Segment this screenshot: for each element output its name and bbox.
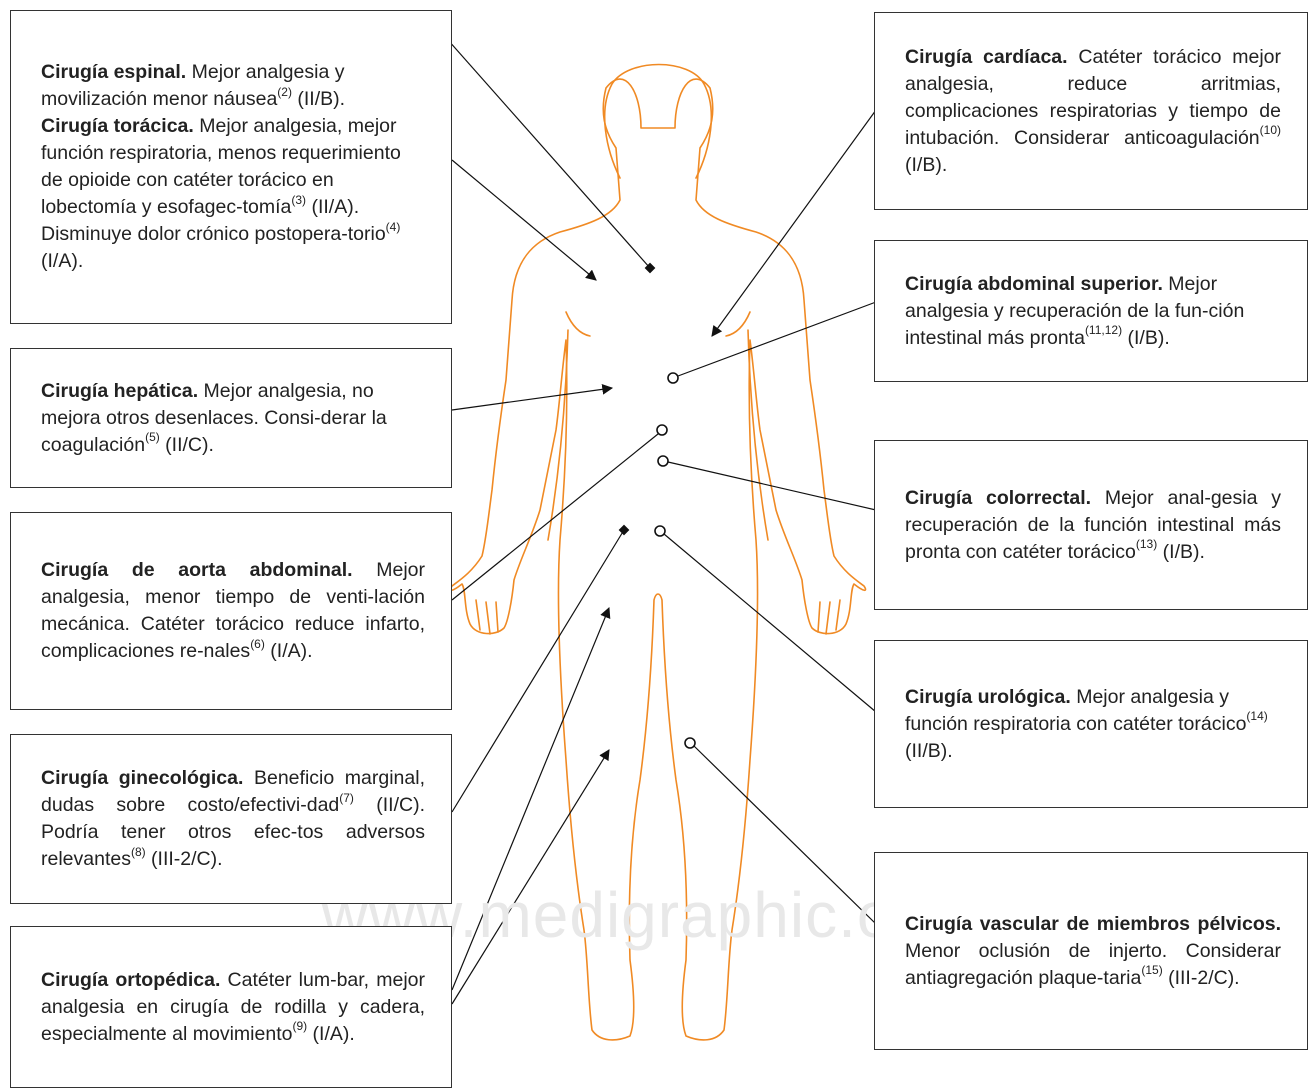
gynecologic-ref: (7) [339, 790, 354, 805]
line-ortho-2 [451, 749, 610, 1005]
line-aorta [451, 433, 659, 601]
vascular-ref: (15) [1141, 963, 1163, 977]
left-fingers [475, 599, 499, 635]
line-urologic [663, 533, 877, 713]
human-body-outline [449, 63, 867, 1041]
hepatic-grade: (II/C). [159, 433, 214, 456]
aorta-text: Mejor analgesia, menor tiempo de venti-l… [41, 559, 425, 662]
marker-circle-aorta [656, 424, 668, 436]
aorta-grade: (I/A). [264, 640, 313, 662]
upper-abdominal-title: Cirugía abdominal superior. [905, 272, 1163, 295]
body-silhouette [449, 78, 867, 1041]
orthopedic-text: Catéter lum-bar, mejor analgesia en ciru… [41, 968, 425, 1045]
chronic-pain-text: Disminuye dolor crónico postopera-torio [41, 223, 386, 245]
box-orthopedic: Cirugía ortopédica. Catéter lum-bar, mej… [10, 926, 452, 1088]
line-gynecologic [451, 529, 625, 813]
line-colorectal [667, 461, 877, 511]
vascular-grade: (III-2/C). [1162, 966, 1240, 989]
hepatic-ref: (5) [145, 430, 160, 444]
chronic-pain-ref: (4) [385, 219, 401, 234]
marker-circle-upper-abdominal [667, 372, 679, 384]
left-inner-arm [547, 329, 569, 541]
colorectal-title: Cirugía colorrectal. [905, 486, 1092, 509]
urologic-title: Cirugía urológica. [905, 685, 1071, 708]
spinal-title: Cirugía espinal. [41, 61, 187, 83]
hepatic-title: Cirugía hepática. [41, 379, 199, 402]
thoracic-ref: (3) [291, 192, 307, 207]
right-inner-arm [747, 329, 769, 541]
marker-circle-urologic [654, 525, 666, 537]
cardiac-ref: (10) [1259, 123, 1281, 137]
marker-circle-vascular [684, 737, 696, 749]
right-fingers [817, 599, 841, 635]
marker-diamond-gynecologic [618, 524, 630, 536]
head [603, 63, 713, 179]
marker-circle-colorectal [657, 455, 669, 467]
marker-diamond-spinal [644, 262, 656, 274]
gynecologic-text: Beneficio marginal, dudas sobre costo/ef… [41, 767, 425, 816]
colorectal-grade: (I/B). [1157, 540, 1205, 563]
gynecologic-title: Cirugía ginecológica. [41, 767, 244, 789]
left-pectoral [565, 311, 591, 337]
line-thoracic [451, 159, 597, 281]
line-hepatic [451, 383, 614, 411]
aorta-ref: (6) [250, 636, 265, 651]
box-aorta: Cirugía de aorta abdominal. Mejor analge… [10, 512, 452, 710]
gynecologic-mid: (II/C). Podría tener otros efec-tos adve… [41, 794, 425, 870]
markers [618, 262, 696, 749]
aorta-title: Cirugía de aorta abdominal. [41, 559, 353, 581]
upper-abdominal-text: Mejor analgesia y recuperación de la fun… [905, 272, 1245, 349]
upper-abdominal-grade: (I/B). [1122, 326, 1170, 349]
thoracic-grade: (II/A). [306, 196, 360, 218]
spinal-text: Mejor analgesia y movilización menor náu… [41, 61, 345, 110]
box-upper-abdominal: Cirugía abdominal superior. Mejor analge… [874, 240, 1308, 382]
spinal-ref: (2) [277, 84, 292, 99]
box-cardiac: Cirugía cardíaca. Catéter torácico mejor… [874, 12, 1308, 210]
line-spinal [447, 39, 651, 269]
urologic-ref: (14) [1246, 709, 1268, 723]
urologic-text: Mejor analgesia y función respiratoria c… [905, 685, 1247, 735]
box-urologic: Cirugía urológica. Mejor analgesia y fun… [874, 640, 1308, 808]
box-spinal-thoracic: Cirugía espinal. Mejor analgesia y movil… [10, 10, 452, 324]
cardiac-grade: (I/B). [905, 153, 948, 176]
vascular-text: Menor oclusión de injerto. Considerar an… [905, 939, 1281, 989]
thoracic-text: Mejor analgesia, mejor función respirato… [41, 115, 401, 218]
box-colorectal: Cirugía colorrectal. Mejor anal-gesia y … [874, 440, 1308, 610]
right-pectoral [725, 311, 751, 337]
box-vascular: Cirugía vascular de miembros pélvicos. M… [874, 852, 1308, 1050]
box-gynecologic: Cirugía ginecológica. Beneficio marginal… [10, 734, 452, 904]
upper-abdominal-ref: (11,12) [1084, 323, 1123, 337]
orthopedic-grade: (I/A). [307, 1022, 355, 1045]
cardiac-text: Catéter torácico mejor analgesia, reduce… [905, 45, 1281, 149]
thoracic-title: Cirugía torácica. [41, 115, 194, 137]
line-cardiac [711, 109, 877, 337]
spinal-grade: (II/B). [291, 88, 346, 110]
colorectal-text: Mejor anal-gesia y recuperación de la fu… [905, 486, 1281, 563]
colorectal-ref: (13) [1135, 537, 1158, 551]
line-ortho-1 [451, 607, 611, 991]
line-vascular [693, 745, 877, 925]
leader-lines [447, 39, 877, 1005]
orthopedic-ref: (9) [292, 1019, 308, 1033]
vascular-title: Cirugía vascular de miembros pélvicos. [905, 912, 1281, 935]
chronic-pain-grade: (I/A). [41, 250, 84, 272]
urologic-grade: (II/B). [905, 739, 953, 762]
box-hepatic: Cirugía hepática. Mejor analgesia, no me… [10, 348, 452, 488]
line-upper-abdominal [677, 301, 877, 377]
orthopedic-title: Cirugía ortopédica. [41, 968, 221, 991]
gynecologic-ref2: (8) [130, 844, 146, 859]
hepatic-text: Mejor analgesia, no mejora otros desenla… [41, 379, 387, 456]
cardiac-title: Cirugía cardíaca. [905, 45, 1068, 68]
gynecologic-grade: (III-2/C). [145, 848, 223, 870]
